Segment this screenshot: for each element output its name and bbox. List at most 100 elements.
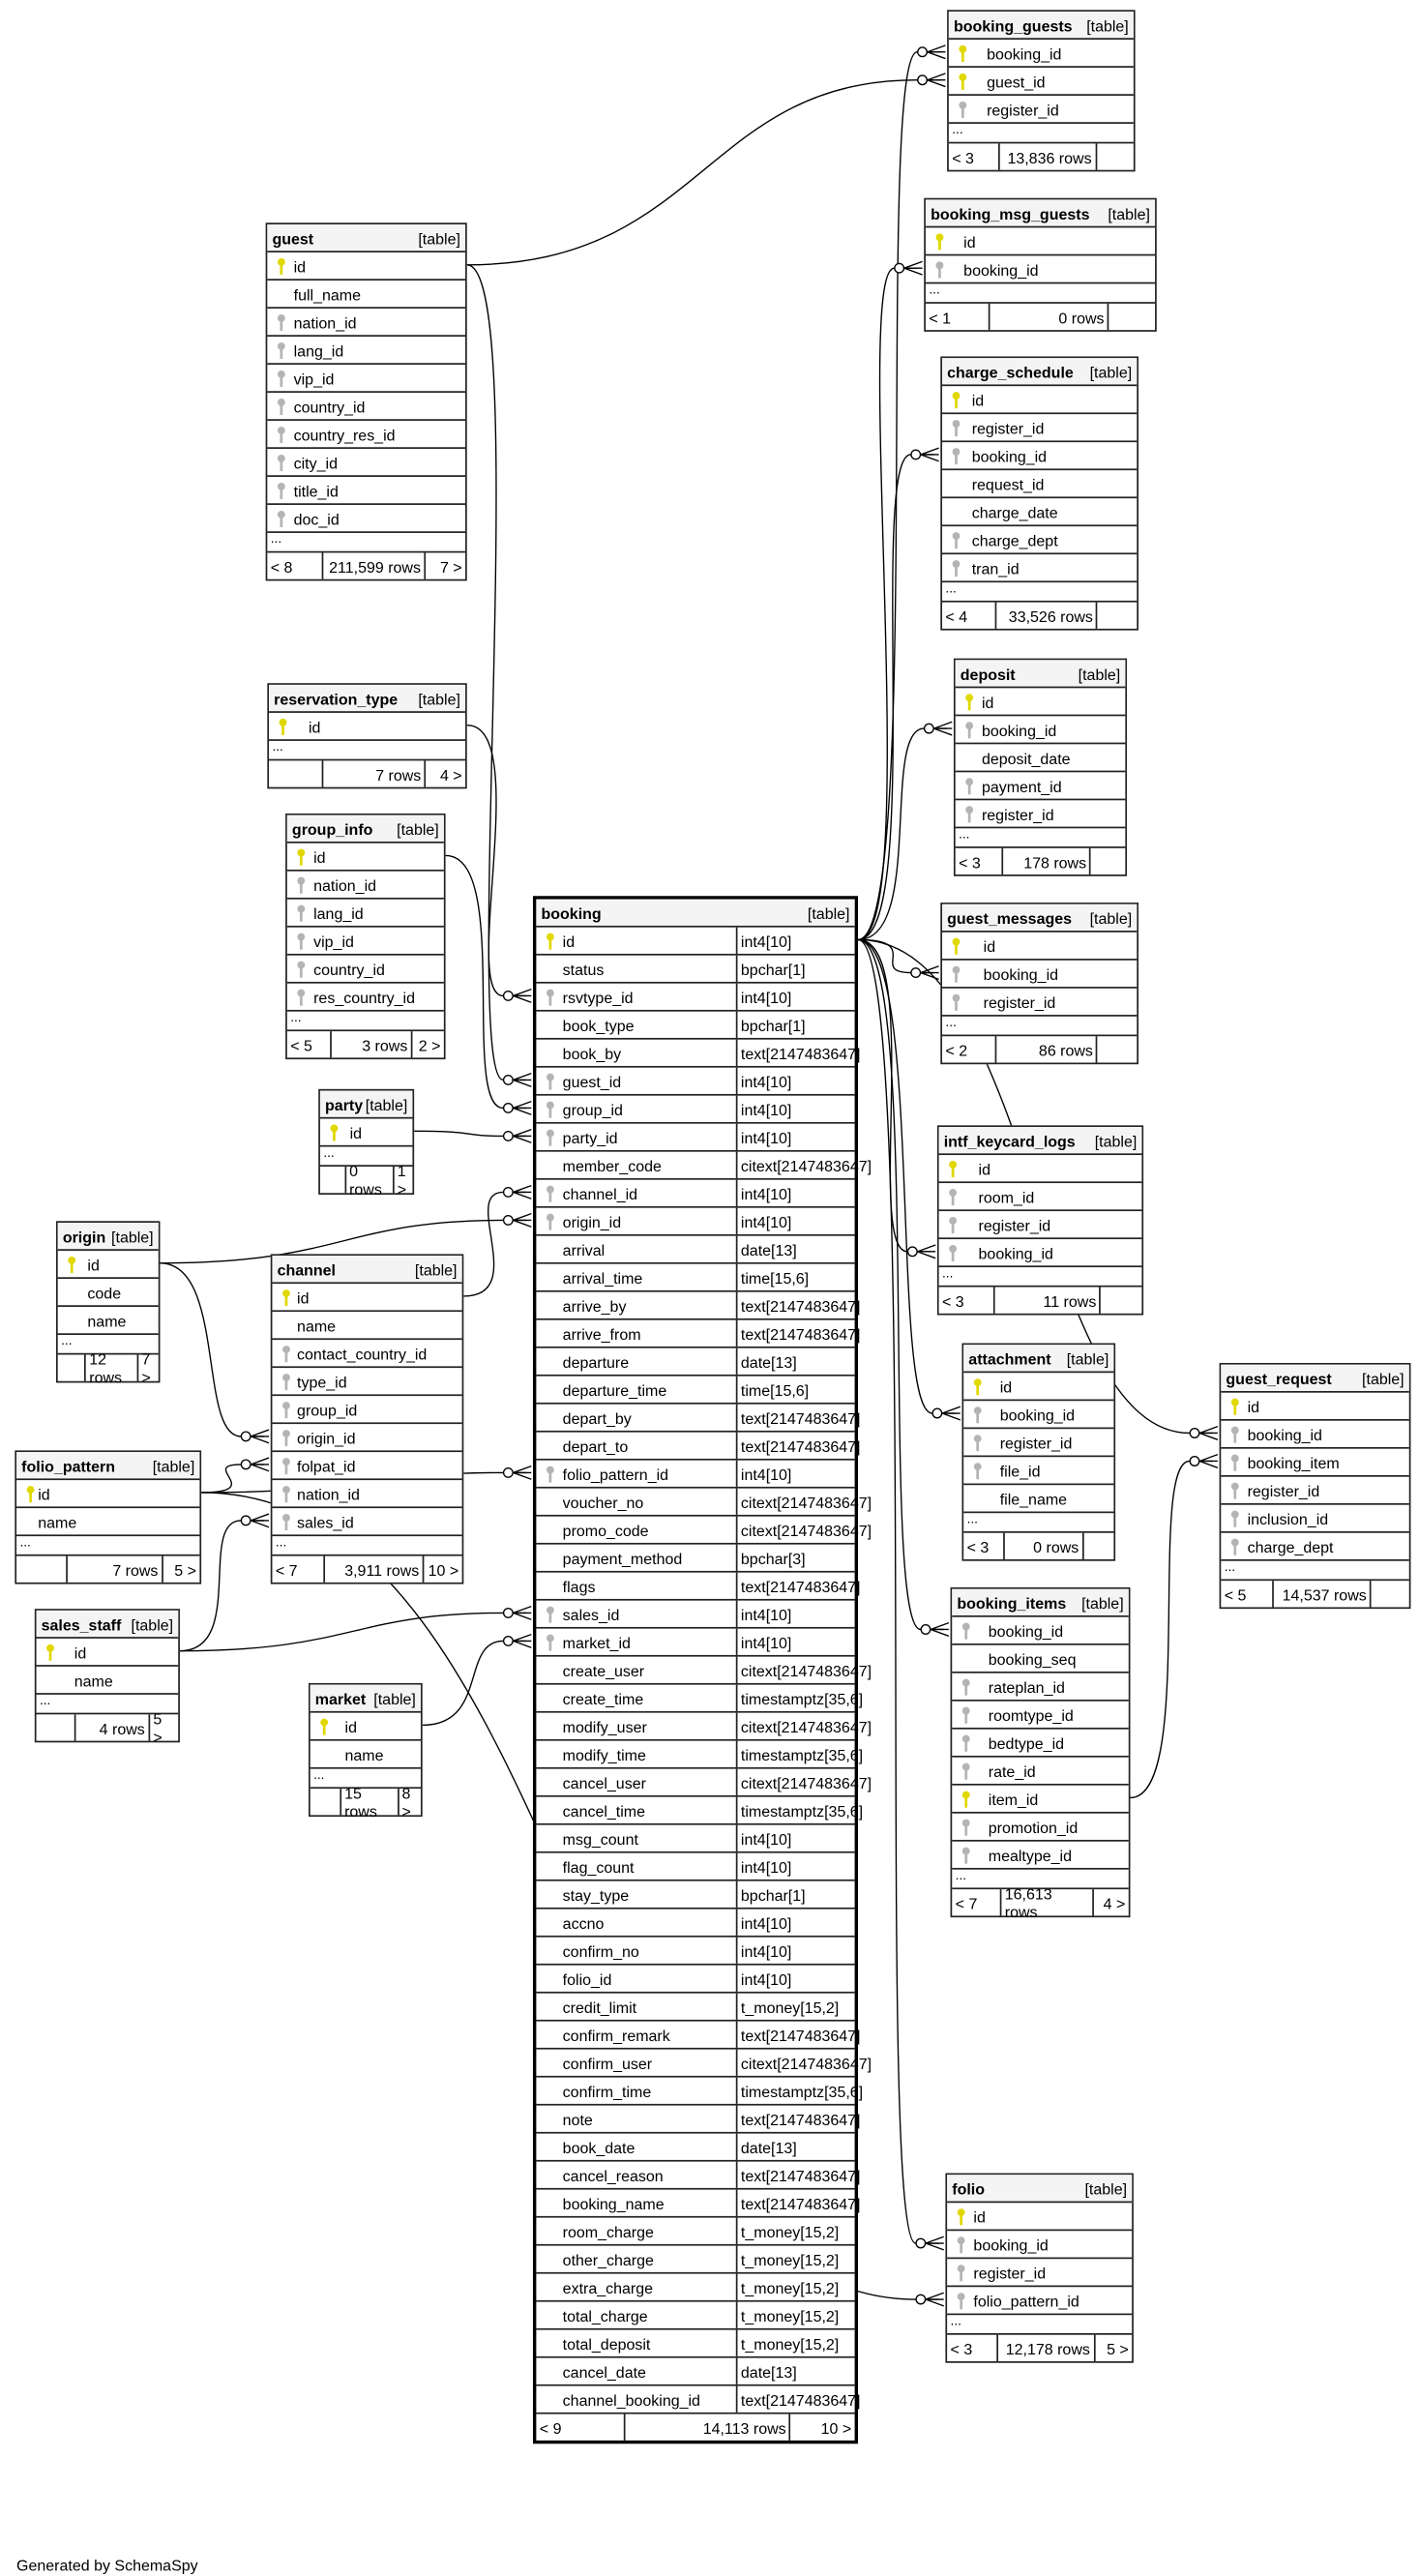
more-columns-ellipsis[interactable]: ... xyxy=(267,532,466,553)
column-row[interactable]: deposit_date xyxy=(955,744,1126,773)
parents-link[interactable]: < 3 xyxy=(956,847,1003,875)
more-columns-ellipsis[interactable]: ... xyxy=(319,1146,413,1168)
column-row[interactable]: id xyxy=(955,688,1126,717)
column-row[interactable]: group_id xyxy=(272,1396,462,1425)
column-row[interactable]: country_id xyxy=(267,393,466,421)
children-link[interactable]: 1 > xyxy=(397,1161,407,1199)
children-link[interactable]: 10 > xyxy=(428,1559,459,1579)
column-row[interactable]: id xyxy=(310,1713,421,1741)
parents-link[interactable]: < 5 xyxy=(1221,1581,1274,1608)
table-name[interactable]: guest_messages xyxy=(947,908,1073,927)
children-link[interactable]: 7 > xyxy=(141,1349,151,1386)
table-name[interactable]: party xyxy=(325,1094,364,1113)
column-row[interactable]: id xyxy=(36,1639,179,1667)
column-row[interactable]: register_id xyxy=(963,1429,1114,1458)
table-name[interactable]: booking xyxy=(541,903,602,922)
table-header[interactable]: market [table] xyxy=(310,1684,421,1713)
column-row[interactable]: id xyxy=(942,933,1138,961)
children-link[interactable] xyxy=(1097,143,1134,169)
more-columns-ellipsis[interactable]: ... xyxy=(942,1016,1138,1037)
table-name[interactable]: channel xyxy=(277,1259,337,1279)
parents-link[interactable]: < 3 xyxy=(939,1287,996,1314)
parents-link[interactable]: < 2 xyxy=(942,1036,997,1063)
column-row[interactable]: type_id xyxy=(272,1368,462,1397)
column-row[interactable]: sales_id xyxy=(272,1508,462,1537)
column-row[interactable]: booking_id xyxy=(947,2231,1133,2260)
table-party[interactable]: party [table]id... 0 rows 1 > xyxy=(318,1088,415,1199)
parents-link[interactable]: < 7 xyxy=(952,1889,1002,1916)
table-header[interactable]: charge_schedule [table] xyxy=(942,358,1138,387)
column-row[interactable]: charge_dept xyxy=(942,526,1138,555)
table-header[interactable]: booking_guests [table] xyxy=(948,11,1134,40)
column-row[interactable]: charge_date xyxy=(942,498,1138,527)
more-columns-ellipsis[interactable]: ... xyxy=(938,1266,1142,1288)
column-row[interactable]: booking_id xyxy=(938,1239,1142,1268)
parents-link[interactable]: < 3 xyxy=(949,143,1001,170)
column-row[interactable]: request_id xyxy=(942,470,1138,499)
column-row[interactable]: booking_id xyxy=(948,40,1134,68)
more-columns-ellipsis[interactable]: ... xyxy=(310,1768,421,1790)
column-row[interactable]: contact_country_id xyxy=(272,1340,462,1369)
column-row[interactable]: res_country_id xyxy=(286,984,444,1012)
table-header[interactable]: booking [table] xyxy=(536,899,855,928)
column-row[interactable]: register_id xyxy=(942,989,1138,1017)
table-header[interactable]: intf_keycard_logs [table] xyxy=(938,1127,1142,1156)
column-row[interactable]: promotion_id xyxy=(952,1814,1129,1842)
table-name[interactable]: booking_msg_guests xyxy=(931,203,1090,222)
children-link[interactable] xyxy=(1083,1533,1113,1559)
children-link[interactable] xyxy=(1101,1288,1141,1314)
table-name[interactable]: attachment xyxy=(968,1348,1051,1368)
column-row[interactable]: id xyxy=(57,1251,159,1279)
table-header[interactable]: reservation_type [table] xyxy=(269,684,466,713)
column-row[interactable]: vip_id xyxy=(267,365,466,393)
column-row[interactable]: id xyxy=(267,252,466,281)
column-row[interactable]: full_name xyxy=(267,281,466,309)
table-header[interactable]: origin [table] xyxy=(57,1222,159,1251)
column-row[interactable]: id xyxy=(925,227,1156,256)
column-row[interactable]: name xyxy=(16,1508,200,1537)
column-row[interactable]: nation_id xyxy=(267,309,466,337)
table-name[interactable]: market xyxy=(314,1688,367,1707)
column-row[interactable]: booking_seq xyxy=(952,1645,1129,1673)
column-row[interactable]: file_id xyxy=(963,1457,1114,1486)
parents-link[interactable]: < 9 xyxy=(536,2413,626,2441)
table-header[interactable]: sales_staff [table] xyxy=(36,1610,179,1639)
table-header[interactable]: booking_items [table] xyxy=(952,1588,1129,1617)
